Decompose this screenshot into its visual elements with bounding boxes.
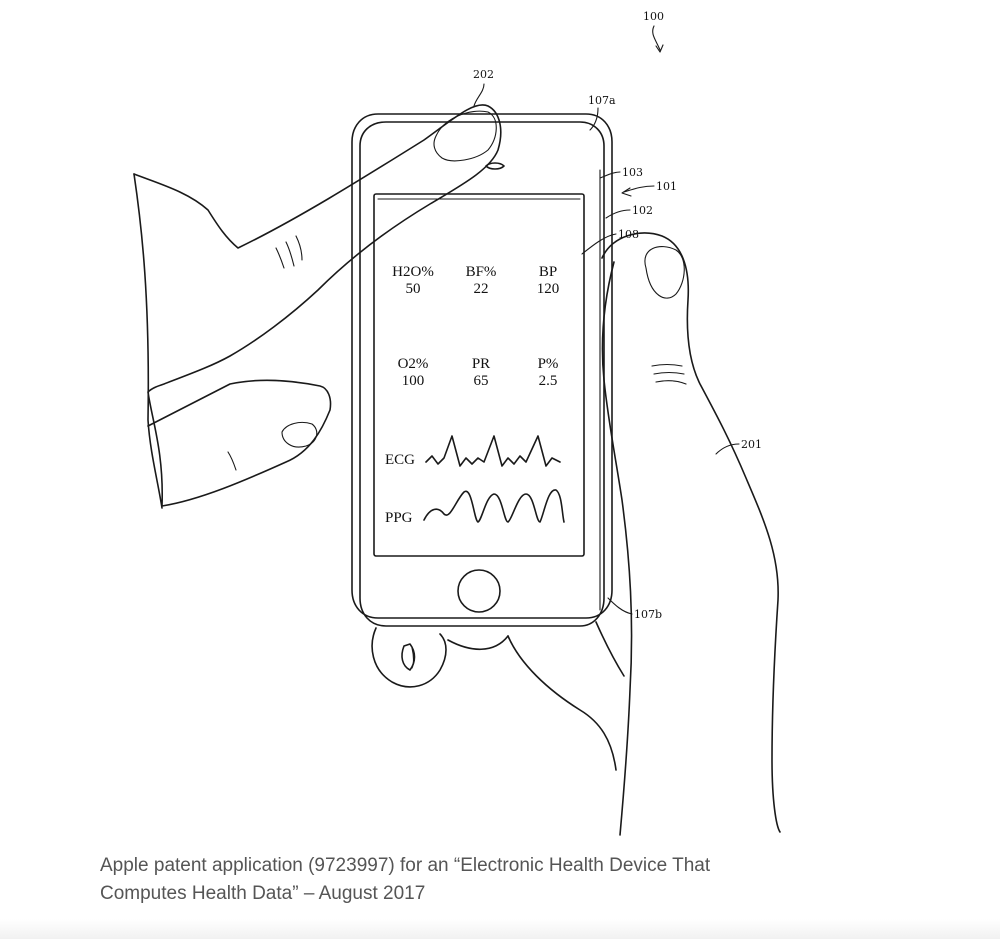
ref-100: 100 [643,10,664,23]
caption-line-2: Computes Health Data” – August 2017 [100,883,426,904]
figure-caption: Apple patent application (9723997) for a… [100,852,900,908]
metric-value: 120 [537,281,560,297]
metric-label: P% [538,356,559,372]
bottom-bar [0,919,1000,939]
metric-bf: BF% 22 [466,264,497,297]
metric-label: BF% [466,264,497,280]
metric-value: 2.5 [539,373,558,389]
right-hand [371,232,781,836]
ref-103: 103 [622,166,643,179]
ref-101: 101 [656,180,677,193]
ref-102: 102 [632,204,653,217]
metric-value: 65 [474,373,489,389]
metric-bp: BP 120 [537,264,560,297]
ref-201: 201 [741,438,762,451]
metric-label: H2O% [392,264,434,280]
ref-107b: 107b [634,608,662,621]
phone-device [351,113,613,627]
reference-labels: 100 202 107a 103 101 102 108 201 107b [473,10,762,621]
metric-label: PR [472,356,490,372]
ecg-waveform [425,435,561,467]
home-button [457,569,501,613]
metric-h2o: H2O% 50 [392,264,434,297]
caption-line-1: Apple patent application (9723997) for a… [100,855,711,876]
ref-202: 202 [473,68,494,81]
metric-value: 50 [406,281,421,297]
metric-value: 100 [402,373,425,389]
ref-107a: 107a [588,94,616,107]
phone-screen [373,193,585,557]
ppg-waveform [423,489,565,523]
left-hand [133,104,502,509]
metric-label: O2% [398,356,429,372]
screen-waves: ECG PPG [385,435,565,526]
ecg-label: ECG [385,452,415,468]
metric-label: BP [539,264,557,280]
metric-value: 22 [474,281,489,297]
metric-o2: O2% 100 [398,356,429,389]
metric-p: P% 2.5 [538,356,559,389]
ref-100-arrow [652,25,661,51]
metric-pr: PR 65 [472,356,490,389]
ref-108: 108 [618,228,639,241]
ppg-label: PPG [385,510,413,526]
screen-metrics: H2O% 50 BF% 22 BP 120 O2% 100 PR 65 P% 2… [392,264,559,389]
patent-drawing: H2O% 50 BF% 22 BP 120 O2% 100 PR 65 P% 2… [133,10,781,836]
